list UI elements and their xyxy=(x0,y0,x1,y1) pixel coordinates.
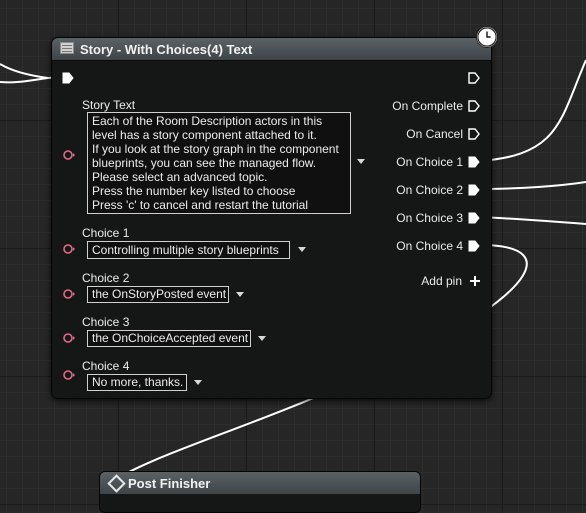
on-choice-1-label: On Choice 1 xyxy=(396,155,463,169)
on-complete-label: On Complete xyxy=(392,99,463,113)
post-finisher-node[interactable]: Post Finisher xyxy=(99,471,421,513)
choice-3-dropdown-icon[interactable] xyxy=(258,336,266,341)
add-pin-plus-icon[interactable] xyxy=(470,276,480,286)
story-with-choices-node[interactable]: Story - With Choices(4) Text Story Text … xyxy=(51,37,492,399)
on-choice-3-label: On Choice 3 xyxy=(396,211,463,225)
choice-1-label: Choice 1 xyxy=(82,226,130,240)
choice-3-field[interactable]: the OnChoiceAccepted event xyxy=(87,330,251,347)
choice-4-dropdown-icon[interactable] xyxy=(194,380,202,385)
node-header[interactable]: Story - With Choices(4) Text xyxy=(52,38,491,61)
story-text-field[interactable]: Each of the Room Description actors in t… xyxy=(87,112,351,214)
choice-2-dropdown-icon[interactable] xyxy=(236,292,244,297)
clock-icon xyxy=(476,26,498,48)
choice-1-field[interactable]: Controlling multiple story blueprints xyxy=(87,241,290,259)
on-choice-4-label: On Choice 4 xyxy=(396,239,463,253)
story-text-dropdown-icon[interactable] xyxy=(357,159,365,164)
on-cancel-pin-icon[interactable] xyxy=(468,128,480,140)
choice-4-label: Choice 4 xyxy=(82,359,130,373)
post-finisher-header[interactable]: Post Finisher xyxy=(100,472,420,494)
exec-input-pin-icon[interactable] xyxy=(62,72,74,84)
on-cancel-label: On Cancel xyxy=(406,127,463,141)
exec-then-pin-icon[interactable] xyxy=(468,72,480,84)
add-pin-label[interactable]: Add pin xyxy=(421,274,462,288)
wire-top-left xyxy=(0,63,49,79)
choice-1-pin-icon[interactable] xyxy=(63,243,75,255)
wire-on-choice-1 xyxy=(479,59,586,162)
choice-2-label: Choice 2 xyxy=(82,271,130,285)
diamond-icon xyxy=(107,474,126,493)
choice-4-field[interactable]: No more, thanks. xyxy=(87,374,187,391)
story-text-pin-icon[interactable] xyxy=(63,149,75,161)
function-icon xyxy=(60,42,74,54)
choice-3-label: Choice 3 xyxy=(82,315,130,329)
on-choice-2-label: On Choice 2 xyxy=(396,183,463,197)
story-text-label: Story Text xyxy=(82,98,136,112)
wire-on-choice-2 xyxy=(479,181,586,190)
wire-on-choice-3 xyxy=(479,216,586,225)
choice-3-pin-icon[interactable] xyxy=(63,332,75,344)
choice-2-field[interactable]: the OnStoryPosted event xyxy=(87,286,229,303)
post-finisher-title: Post Finisher xyxy=(128,476,211,491)
choice-1-dropdown-icon[interactable] xyxy=(298,247,306,252)
node-title: Story - With Choices(4) Text xyxy=(80,42,253,57)
on-choice-4-pin-icon[interactable] xyxy=(468,240,480,252)
on-complete-pin-icon[interactable] xyxy=(468,100,480,112)
on-choice-2-pin-icon[interactable] xyxy=(468,184,480,196)
choice-4-pin-icon[interactable] xyxy=(63,369,75,381)
choice-2-pin-icon[interactable] xyxy=(63,288,75,300)
on-choice-1-pin-icon[interactable] xyxy=(468,156,480,168)
on-choice-3-pin-icon[interactable] xyxy=(468,212,480,224)
